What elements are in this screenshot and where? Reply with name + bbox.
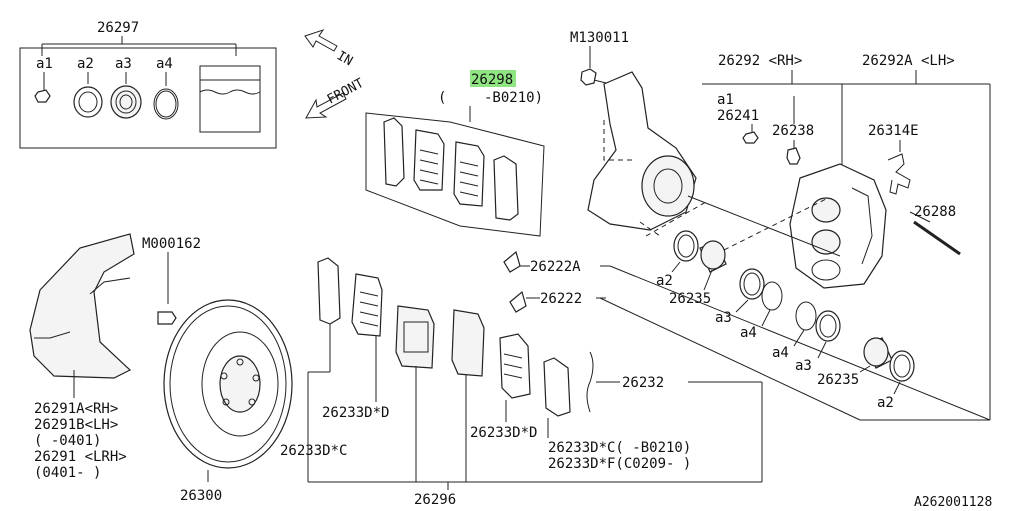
bleeder-part-label[interactable]: 26241: [717, 108, 759, 124]
piston-lower-label[interactable]: 26235: [817, 372, 859, 388]
bleeder-cap-icon: [742, 131, 759, 144]
pin-label[interactable]: 26288: [914, 204, 956, 220]
pad-part-d-lower[interactable]: 26233D*D: [470, 425, 537, 441]
pad-part-f-note[interactable]: 26233D*F(C0209- ): [548, 456, 691, 472]
pad-asm-shape-4: [451, 309, 485, 377]
knuckle-bolt-shape: [580, 68, 597, 86]
seal-a2-shape: [73, 86, 103, 118]
pad-asm-shape-2: [351, 273, 383, 337]
kit-group: 26297 a1 a2 a3 a4: [19, 20, 277, 149]
pad-shape-1: [383, 117, 405, 187]
backing-plate-lrh-label[interactable]: 26291 <LRH>: [34, 449, 127, 465]
shim-upper-icon: [503, 250, 521, 273]
backing-plate-group: M000162 26291A<RH> 26291B<LH> ( -0401) 2…: [29, 233, 201, 481]
caliper-lh-label[interactable]: 26292A <LH>: [862, 53, 955, 69]
backing-plate-lh-label[interactable]: 26291B<LH>: [34, 417, 118, 433]
pad-assembly-group: 26232 26233D*D 26233D*C 26233D*D 26233D*…: [280, 257, 763, 508]
spring-label[interactable]: 26314E: [868, 123, 919, 139]
seal-lower-a4-label[interactable]: a4: [772, 345, 789, 361]
cover-bolt-icon: [157, 311, 177, 325]
grease-pack-shape: [199, 65, 261, 133]
backing-plate-range2: (0401- ): [34, 465, 101, 481]
caliper-group: 26292 <RH> 26292A <LH> a1 26241 26238 26…: [645, 53, 991, 420]
ring-a4-shape: [153, 88, 179, 120]
pin-icon: [913, 220, 961, 256]
pad-set-note-range: -B0210): [484, 90, 543, 106]
bleeder-ref-label[interactable]: a1: [717, 92, 734, 108]
direction-arrows: IN FRONT: [304, 29, 367, 119]
caliper-rh-label[interactable]: 26292 <RH>: [718, 53, 802, 69]
pad-set-outline: [365, 112, 545, 237]
backing-plate-rh-label[interactable]: 26291A<RH>: [34, 401, 118, 417]
pad-set-part-label[interactable]: 26298: [471, 72, 513, 88]
caliper-body-shape: [789, 163, 887, 289]
rotor-group: 26300: [163, 299, 293, 504]
pad-asm-shape-1: [317, 257, 341, 325]
pad-part-c-left[interactable]: 26233D*C: [280, 443, 347, 459]
shim-upper-label[interactable]: 26222A: [530, 259, 581, 275]
seal-upper-a2-label[interactable]: a2: [656, 273, 673, 289]
piston-seal-group: a2 26235 a3 a4 a4 a3 26235 a2: [599, 230, 990, 421]
pad-shape-4: [493, 155, 519, 221]
arrow-front-icon: [305, 92, 347, 119]
ring-upper-a4-icon: [761, 281, 783, 311]
kit-item-a3[interactable]: a3: [115, 56, 132, 72]
bleeder-screw-label[interactable]: 26238: [772, 123, 814, 139]
knuckle-bolt-label[interactable]: M130011: [570, 30, 629, 46]
backing-plate-shape: [29, 233, 135, 379]
kit-part-label[interactable]: 26297: [97, 20, 139, 36]
shim-group: 26222A 26222: [503, 250, 991, 421]
pad-shims-label[interactable]: 26232: [622, 375, 664, 391]
pad-asm-shape-6: [543, 357, 571, 417]
pad-shape-2: [413, 129, 445, 191]
seal-lower-a3-label[interactable]: a3: [795, 358, 812, 374]
pad-assembly-label[interactable]: 26296: [414, 492, 456, 508]
pad-set-highlight: [470, 70, 516, 87]
kit-box: [19, 47, 277, 149]
diagram-id: A262001128: [914, 495, 992, 510]
arrow-in-icon: [304, 29, 338, 52]
cover-bolt-label[interactable]: M000162: [142, 236, 201, 252]
bleeder-screw-icon: [786, 147, 801, 165]
direction-in-label: IN: [334, 48, 355, 69]
shim-lower-icon: [509, 290, 527, 313]
rotor-part-label[interactable]: 26300: [180, 488, 222, 504]
pad-part-c-note[interactable]: 26233D*C( -B0210): [548, 440, 691, 456]
direction-front-label: FRONT: [325, 76, 367, 108]
kit-item-a4[interactable]: a4: [156, 56, 173, 72]
backing-plate-range1: ( -0401): [34, 433, 101, 449]
kit-item-a1[interactable]: a1: [36, 56, 53, 72]
bleeder-cap-shape: [34, 89, 51, 103]
pad-part-d-upper[interactable]: 26233D*D: [322, 405, 389, 421]
pad-set-note-open: (: [438, 90, 446, 106]
spring-icon: [887, 153, 911, 195]
seal-upper-a4-label[interactable]: a4: [740, 325, 757, 341]
seal-lower-a2-label[interactable]: a2: [877, 395, 894, 411]
kit-item-a2[interactable]: a2: [77, 56, 94, 72]
ring-lower-a4-icon: [795, 301, 817, 331]
knuckle-group: M130011: [570, 30, 697, 237]
shim-lower-label[interactable]: 26222: [540, 291, 582, 307]
pad-set-group: 26298 ( -B0210): [365, 70, 545, 237]
